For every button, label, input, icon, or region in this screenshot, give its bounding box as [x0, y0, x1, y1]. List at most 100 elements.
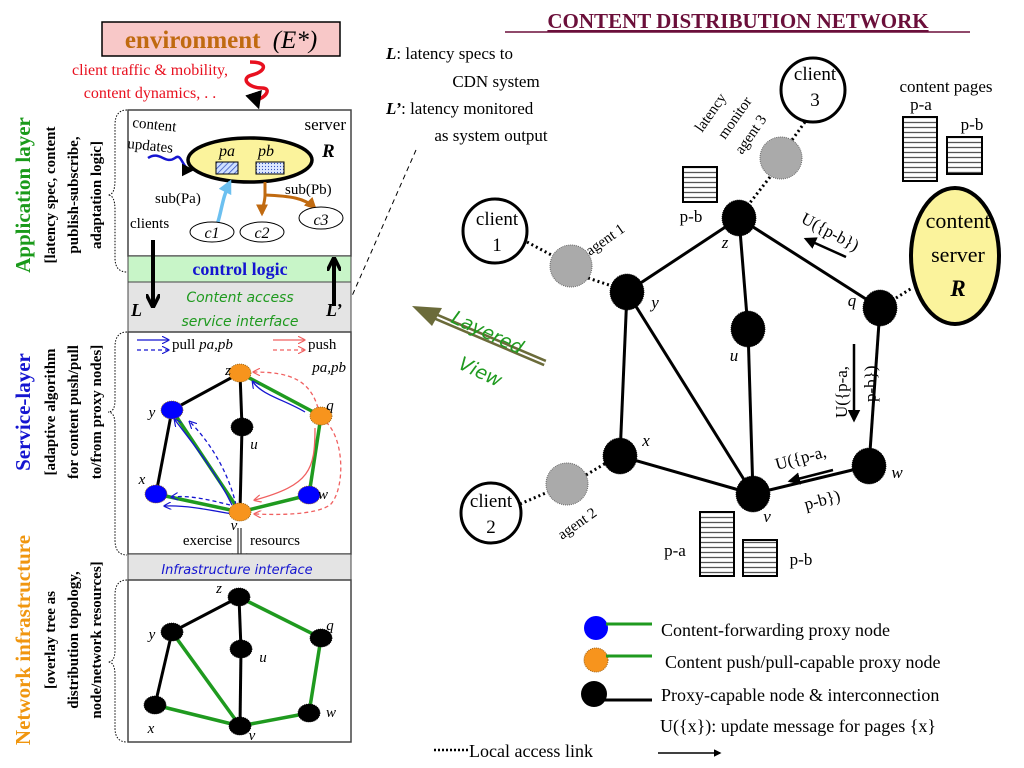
svg-text:Content-forwarding proxy node: Content-forwarding proxy node	[661, 620, 890, 640]
node-w[interactable]	[297, 703, 321, 723]
resources-label: resourcs	[250, 533, 300, 549]
agent-2-node[interactable]	[545, 462, 589, 506]
exercise-label: exercise	[183, 533, 232, 549]
latency-notes: L: latency specs to CDN system L’: laten…	[385, 44, 548, 145]
update-msg-q-w: U({p-a, p-b})	[832, 344, 880, 423]
legend-pushpull: Content push/pull-capable proxy node	[583, 647, 940, 673]
svg-text:L: latency specs to: L: latency specs to	[385, 44, 513, 63]
edge-z-y	[171, 595, 240, 634]
node-y[interactable]	[609, 273, 645, 311]
client-c1[interactable]	[189, 221, 235, 243]
pull-q-z	[253, 382, 306, 413]
node-label-x: x	[138, 472, 146, 488]
edge-z-u	[737, 217, 750, 330]
svg-text:pull pa,pb: pull pa,pb	[172, 337, 233, 353]
update-msg-q-z: U({p-b})	[798, 209, 862, 259]
svg-text:p-b: p-b	[790, 550, 813, 569]
edge-z-q	[238, 595, 322, 640]
edge-z-y	[171, 371, 241, 412]
agent-1-label: agent 1	[583, 221, 628, 259]
svg-text:Service-layer: Service-layer	[11, 353, 35, 471]
content-access-interface	[127, 281, 352, 333]
svg-text:U({x}): update message for pag: U({x}): update message for pages {x}	[660, 716, 936, 737]
svg-text:p-b: p-b	[961, 115, 984, 134]
node-u[interactable]	[230, 417, 254, 437]
client-2[interactable]: client 2	[459, 481, 523, 545]
client-3[interactable]: client 3	[779, 56, 847, 124]
node-v[interactable]	[228, 502, 252, 522]
svg-text:as system output: as system output	[434, 126, 548, 145]
push-dashed-q-z	[254, 372, 319, 409]
client-c3[interactable]	[298, 206, 344, 230]
node-x[interactable]	[144, 484, 168, 504]
L-label: L	[130, 300, 142, 320]
edge-x-v	[155, 492, 241, 514]
node-z[interactable]	[227, 587, 251, 607]
agent-3-node[interactable]	[759, 136, 803, 180]
push-q-v	[255, 427, 316, 500]
agent-3-label: latency monitor agent 3	[692, 90, 770, 157]
node-q[interactable]	[309, 628, 333, 648]
svg-text:U({p-a,: U({p-a,	[773, 442, 828, 474]
svg-text:[overlay tree as: [overlay tree as	[43, 591, 59, 689]
legend-forwarding: Content-forwarding proxy node	[584, 616, 890, 640]
svg-text:content: content	[926, 208, 991, 233]
edge-y-x	[618, 291, 629, 457]
node-u[interactable]	[730, 310, 766, 348]
svg-text:U({p-b}): U({p-b})	[798, 209, 862, 255]
node-q[interactable]	[862, 289, 898, 327]
environment-influence-line1: client traffic & mobility,	[72, 62, 228, 79]
node-label-u: u	[259, 650, 267, 666]
svg-text:Proxy-capable node & interconn: Proxy-capable node & interconnection	[661, 685, 939, 705]
svg-text:R: R	[949, 276, 965, 301]
infrastructure-interface	[127, 553, 352, 581]
sub-pb-label: sub(Pb)	[285, 182, 332, 198]
layer-label-application: Application layer [latency spec, content…	[11, 117, 105, 273]
client-1[interactable]: client 1	[461, 197, 529, 265]
environment-word: environment	[125, 27, 261, 54]
node-label-z: z	[224, 363, 231, 379]
edge-q-w	[867, 307, 882, 467]
node-u[interactable]	[229, 639, 253, 659]
svg-text:for content push/pull: for content push/pull	[66, 345, 82, 479]
svg-text:p-a: p-a	[910, 95, 932, 114]
sub-pa-arrow	[215, 179, 232, 226]
sub-pa-label: sub(Pa)	[155, 191, 201, 207]
node-z[interactable]	[721, 199, 757, 237]
svg-text:L’: latency monitored: L’: latency monitored	[385, 99, 534, 118]
node-y[interactable]	[160, 400, 184, 420]
node-w[interactable]	[851, 447, 887, 485]
client-c2[interactable]	[239, 221, 285, 243]
server-page-a: p-a	[902, 95, 938, 182]
svg-text:3: 3	[810, 90, 820, 111]
edge-z-y	[626, 216, 740, 294]
layer-label-network: Network infrastructure [overlay tree as …	[11, 535, 105, 745]
svg-text:Layered: Layered	[448, 307, 528, 360]
z-cached-page-b: p-b	[680, 166, 718, 226]
node-v[interactable]	[735, 475, 771, 513]
node-q[interactable]	[309, 406, 333, 426]
environment-influence-line2: content dynamics, . .	[84, 85, 216, 102]
server-r-ellipse[interactable]	[186, 136, 314, 184]
svg-text:client: client	[470, 491, 513, 512]
edge-y-x	[154, 409, 174, 495]
node-x[interactable]	[602, 437, 638, 475]
content-server-r[interactable]: content server R	[909, 186, 1001, 326]
node-label-u: u	[730, 346, 739, 365]
node-x[interactable]	[143, 695, 167, 715]
edge-w-v	[239, 493, 310, 514]
node-z[interactable]	[228, 363, 252, 383]
agent-1-node[interactable]	[549, 244, 593, 288]
node-label-v: v	[231, 518, 238, 534]
node-v[interactable]	[228, 716, 252, 736]
edge-y-v	[170, 630, 242, 728]
svg-text:CDN system: CDN system	[452, 72, 539, 91]
node-y[interactable]	[160, 622, 184, 642]
svg-text:Application layer: Application layer	[11, 117, 35, 273]
svg-text:distribution topology,: distribution topology,	[66, 571, 82, 709]
push-legend: push pa,pb	[273, 337, 347, 376]
content-access-label-2: service interface	[181, 314, 298, 330]
agent-2-label: agent 2	[555, 505, 600, 543]
v-cached-page-b: p-b	[742, 539, 813, 577]
node-w[interactable]	[297, 485, 321, 505]
